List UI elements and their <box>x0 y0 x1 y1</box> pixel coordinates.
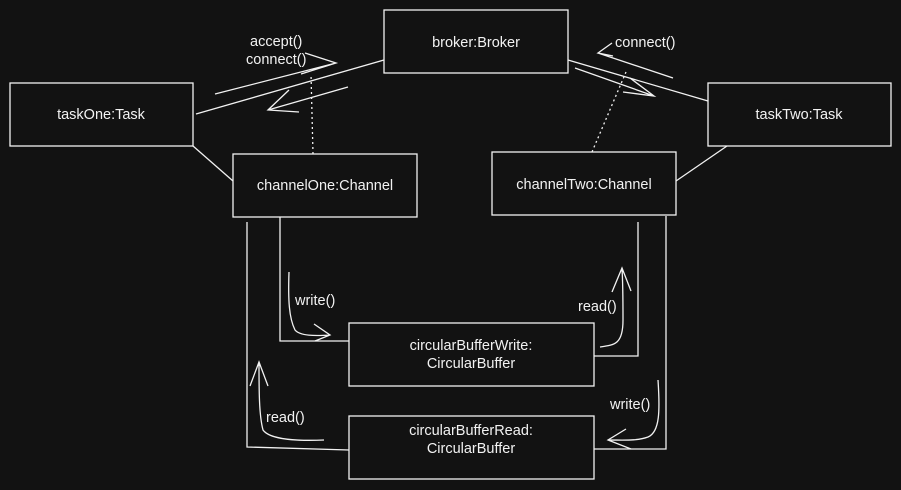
node-channel-two-box <box>491 151 677 216</box>
label-write-left: write() <box>294 293 335 309</box>
node-task-two[interactable]: taskTwo:Task <box>707 82 892 147</box>
node-broker-label: broker:Broker <box>432 35 520 51</box>
node-circular-buffer-write[interactable]: circularBufferWrite: CircularBuffer <box>348 322 595 387</box>
node-channel-two[interactable]: channelTwo:Channel <box>491 151 677 216</box>
node-broker-box <box>383 9 569 74</box>
node-channel-one-label: channelOne:Channel <box>257 178 393 194</box>
message-arrow-read-left <box>249 360 325 441</box>
node-task-two-label: taskTwo:Task <box>755 107 843 123</box>
node-broker[interactable]: broker:Broker <box>383 9 569 74</box>
label-connect-right: connect() <box>615 35 675 51</box>
node-circular-buffer-read-label-line2: CircularBuffer <box>427 441 516 457</box>
node-task-two-box <box>707 82 892 147</box>
link-taskone-broker <box>195 59 385 115</box>
label-accept: accept() <box>250 34 302 50</box>
label-read-left: read() <box>266 410 305 426</box>
link-taskone-channelone <box>192 145 234 182</box>
node-circular-buffer-write-label-line1: circularBufferWrite: <box>410 338 533 354</box>
link-channeltwo-bufferwrite <box>594 222 639 357</box>
label-read-right: read() <box>578 299 617 315</box>
message-arrow-write-left <box>288 271 332 342</box>
link-channelone-bufferread <box>246 222 350 451</box>
node-channel-two-label: channelTwo:Channel <box>516 177 651 193</box>
link-channeltwo-bufferread <box>594 216 667 450</box>
node-circular-buffer-write-box <box>348 322 595 387</box>
node-circular-buffer-read-label-line1: circularBufferRead: <box>409 423 533 439</box>
node-task-one-label: taskOne:Task <box>57 107 146 123</box>
message-arrow-connect-left <box>266 86 349 113</box>
message-arrow-read-right <box>599 266 632 348</box>
label-write-right: write() <box>609 397 650 413</box>
node-channel-one-box <box>232 153 418 218</box>
node-circular-buffer-write-label-line2: CircularBuffer <box>427 356 516 372</box>
node-circular-buffer-read[interactable]: circularBufferRead: CircularBuffer <box>348 415 595 480</box>
node-task-one-box <box>9 82 194 147</box>
message-arrow-connect-right <box>596 42 674 79</box>
link-channeltwo-tasktwo <box>675 145 728 182</box>
label-connect-left: connect() <box>246 52 306 68</box>
message-arrow-return-right <box>574 67 657 97</box>
dependency-channelone-broker <box>310 73 314 155</box>
link-broker-tasktwo <box>567 59 709 102</box>
node-task-one[interactable]: taskOne:Task <box>9 82 194 147</box>
message-arrow-accept <box>214 52 339 95</box>
message-arrow-write-right <box>606 379 660 450</box>
link-channelone-bufferwrite <box>279 216 349 342</box>
node-circular-buffer-read-box <box>348 415 595 480</box>
node-channel-one[interactable]: channelOne:Channel <box>232 153 418 218</box>
